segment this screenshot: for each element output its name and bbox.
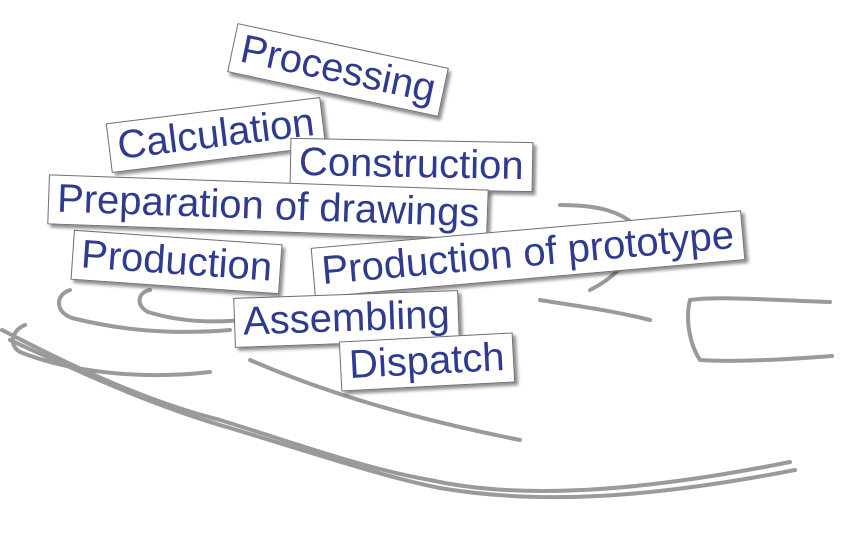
- hand-palm-crease: [248, 358, 522, 442]
- hand-finger-ring: [57, 288, 232, 334]
- hand-palm-outline: [0, 328, 792, 493]
- hand-finger-little: [10, 323, 212, 378]
- hand-wrist-line-top: [688, 296, 832, 304]
- hand-wrist-line-side: [686, 298, 834, 363]
- hand-palm-outline-inner: [8, 338, 797, 500]
- hand-thumb-base: [538, 298, 652, 322]
- label-dispatch: Dispatch: [338, 332, 515, 392]
